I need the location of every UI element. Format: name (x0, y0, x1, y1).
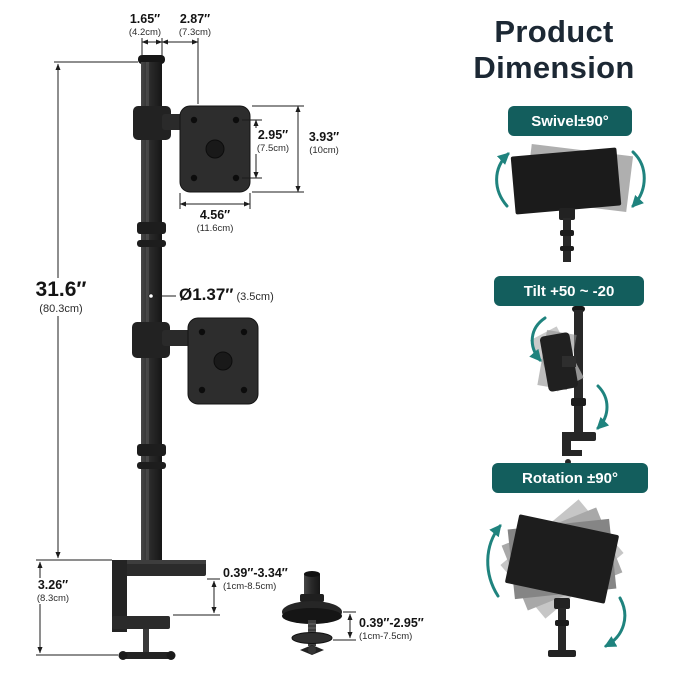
swivel-arrow-right (631, 150, 646, 208)
dim-pole-height: 31.6″ (80.3cm) (33, 278, 89, 316)
tilt-illustration (529, 306, 610, 465)
swivel-illustration (495, 143, 646, 262)
dim-vesa-plate-width: 4.56″ (11.6cm) (194, 208, 236, 234)
mount-pole (137, 55, 166, 562)
feature-badge-rotation-label: Rotation ±90° (522, 469, 618, 487)
dim-vesa-hole-spacing: 2.95″ (7.5cm) (254, 128, 292, 154)
feature-badge-swivel: Swivel±90° (508, 106, 632, 136)
rotation-arrow-bottom (603, 596, 627, 648)
grommet-base (282, 571, 342, 655)
page-title-line-1: Product (494, 14, 614, 49)
dim-clamp-height: 3.26″ (8.3cm) (34, 578, 72, 604)
feature-badge-rotation: Rotation ±90° (492, 463, 648, 493)
page-title-line-2: Dimension (473, 49, 635, 85)
feature-badge-tilt: Tilt +50 ~ -20 (494, 276, 644, 306)
upper-vesa-plate (133, 105, 251, 193)
tilt-arrow-top (529, 316, 547, 362)
swivel-arrow-left (495, 152, 510, 208)
desk-clamp (112, 560, 206, 660)
dim-vesa-plate-height: 3.93″ (10cm) (306, 130, 342, 156)
rotation-arrow-left (486, 524, 502, 598)
dim-pole-diameter: Ø1.37″ (3.5cm) (177, 285, 276, 305)
feature-badge-tilt-label: Tilt +50 ~ -20 (523, 282, 615, 300)
dim-grommet-range: 0.39″-2.95″ (1cm-7.5cm) (357, 616, 426, 642)
tilt-arrow-bottom (596, 384, 610, 430)
lower-vesa-plate (132, 317, 259, 405)
feature-badge-swivel-label: Swivel±90° (531, 112, 609, 130)
page-title: Product Dimension (448, 14, 660, 86)
dim-arm-offset: 2.87″ (7.3cm) (176, 12, 214, 38)
dim-pole-top-width: 1.65″ (4.2cm) (126, 12, 164, 38)
dim-clamp-range: 0.39″-3.34″ (1cm-8.5cm) (221, 566, 290, 592)
rotation-illustration (486, 499, 627, 657)
